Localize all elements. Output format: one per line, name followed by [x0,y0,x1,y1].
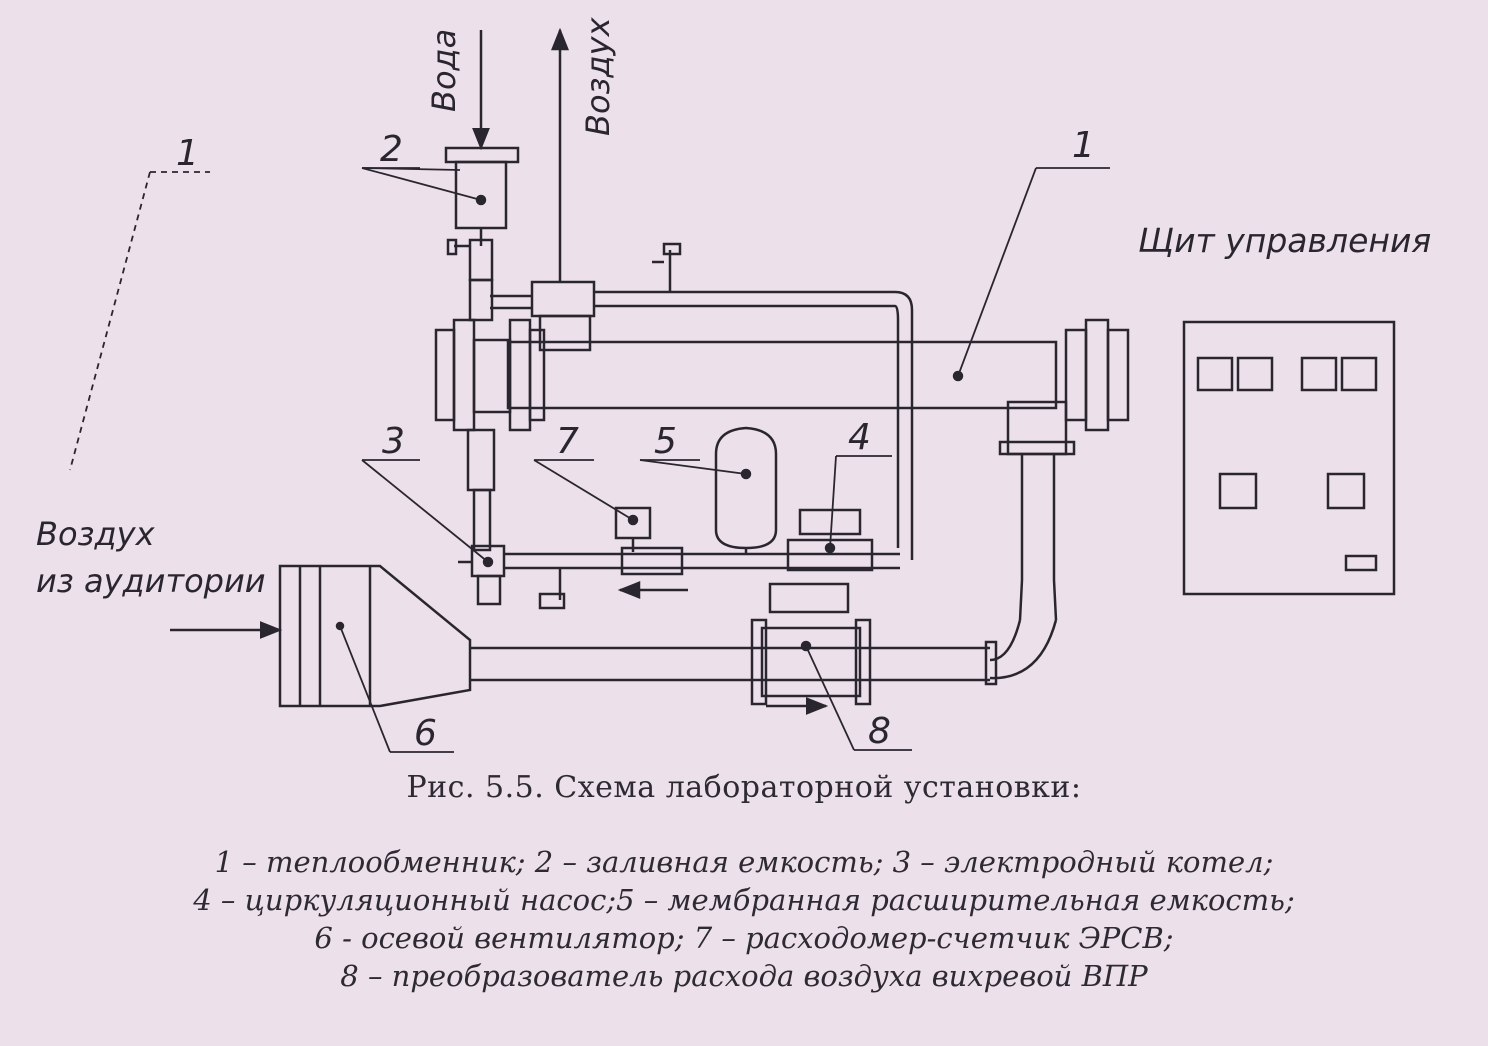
drain-valve [538,568,566,610]
fill-tank-shape [444,146,520,282]
legend-line: 1 – теплообменник; 2 – заливная емкость;… [214,845,1274,879]
callout-4: 4 [848,417,871,458]
callout-1-left: 1 [176,133,199,174]
callout-2: 2 [380,129,403,170]
legend-line: 4 – циркуляционный насос;5 – мембранная … [193,883,1295,917]
legend-line: 6 - осевой вентилятор; 7 – расходомер-сч… [314,921,1174,955]
callout-5: 5 [654,421,677,462]
figure-legend: 1 – теплообменник; 2 – заливная емкость;… [0,843,1488,995]
callout-8: 8 [868,711,891,752]
callout-6: 6 [414,713,437,754]
axial-fan-shape [278,564,472,708]
water-label: Вода [425,28,463,112]
top-valve [652,242,682,292]
air-inlet-label-line2: из аудитории [36,562,266,600]
lab-setup-schematic [69,27,1396,753]
flowmeter-shape [614,506,684,576]
electrode-boiler-shape [458,544,506,606]
callout-3: 3 [382,421,405,462]
callout-1: 1 [1072,125,1095,166]
legend-line: 8 – преобразователь расхода воздуха вихр… [340,959,1148,993]
air-inlet-label-line1: Воздух [36,515,155,553]
expansion-tank-shape [714,426,778,554]
air-flow-converter-shape [750,582,872,706]
figure-caption: Рис. 5.5. Схема лабораторной установки: [406,770,1082,805]
control-panel-shape [1182,320,1396,596]
control-panel-label: Щит управления [1138,221,1432,260]
heat-exchanger-shape [434,318,1130,432]
top-tee [530,280,596,318]
callout-7: 7 [556,421,579,462]
fill-valve [446,238,470,256]
air-outlet-label: Воздух [579,17,617,136]
